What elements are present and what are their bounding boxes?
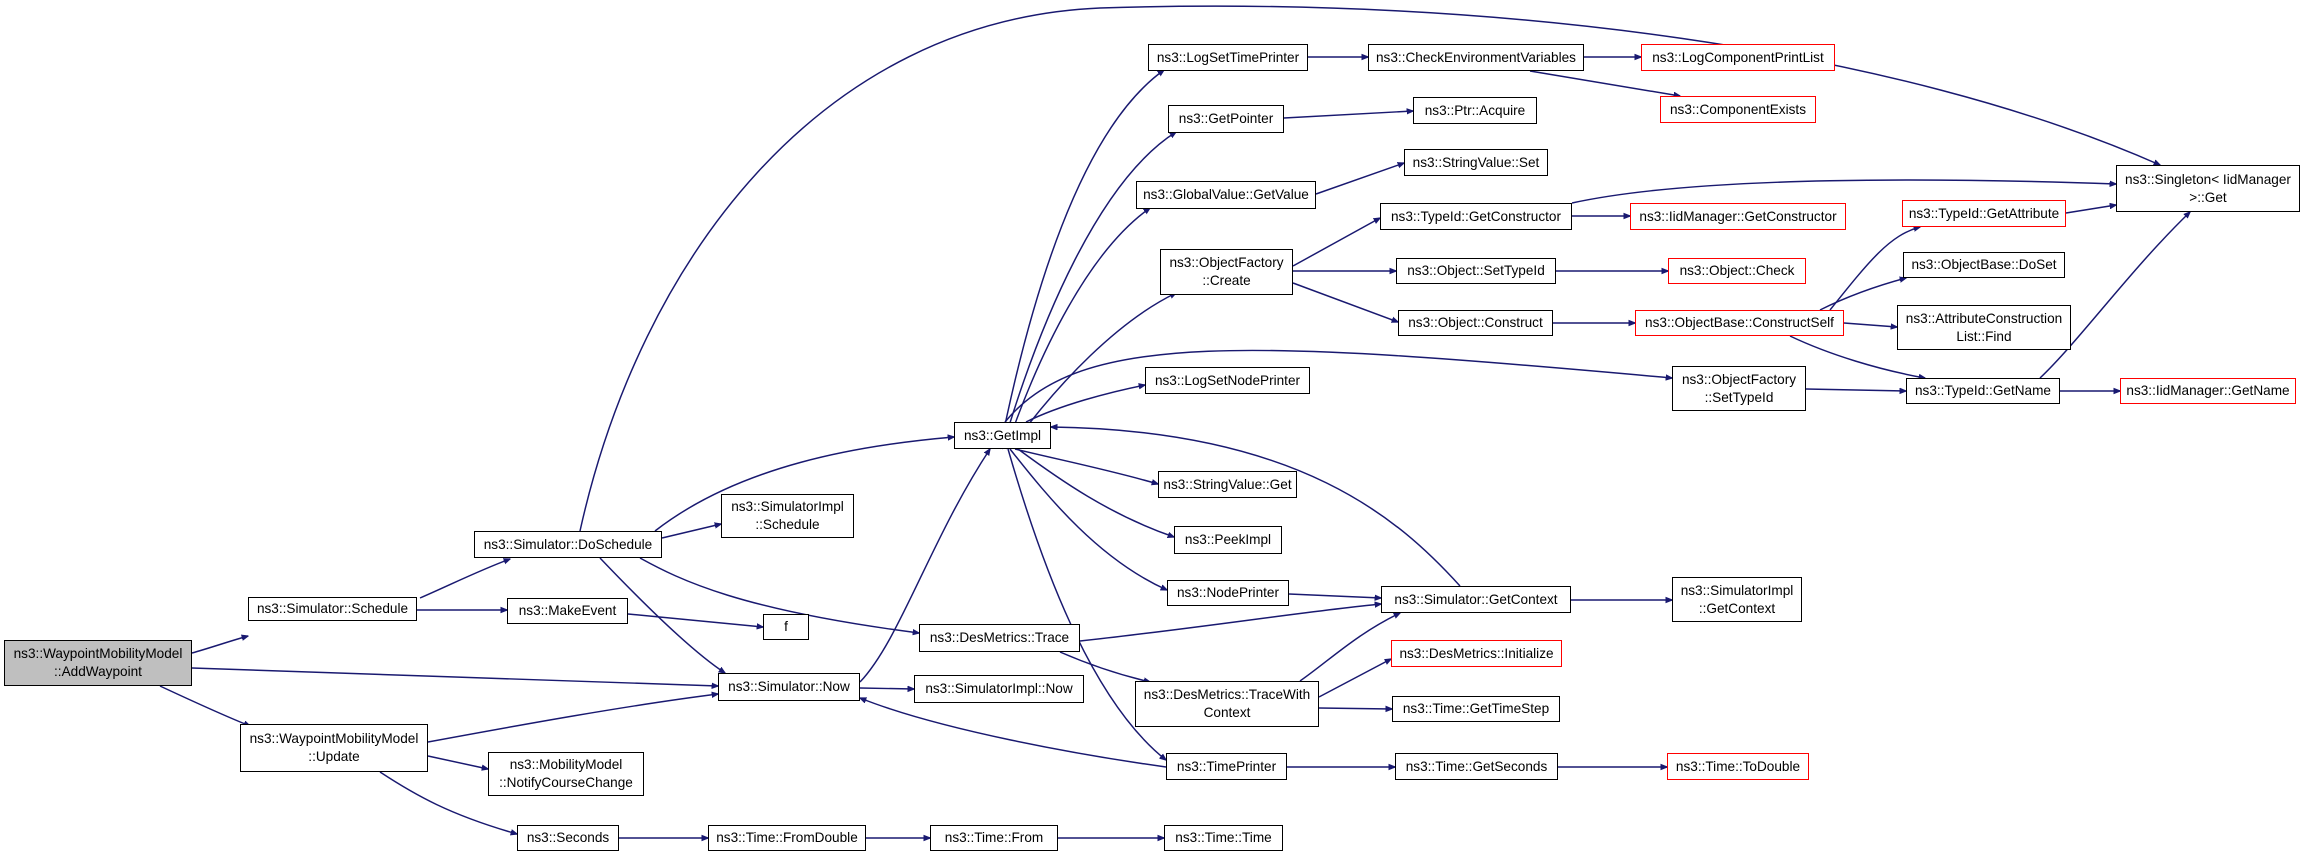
node-time-time[interactable]: ns3::Time::Time <box>1164 825 1283 851</box>
call-edge-1 <box>191 667 718 686</box>
node-object-check[interactable]: ns3::Object::Check <box>1668 258 1806 284</box>
call-edge-55 <box>1843 322 1897 327</box>
call-edge-17 <box>1059 651 1150 682</box>
call-edge-10 <box>639 557 919 633</box>
node-iidmanager-getname[interactable]: ns3::IidManager::GetName <box>2120 378 2296 404</box>
call-edge-15 <box>859 449 990 683</box>
call-edge-28 <box>1051 427 1461 587</box>
node-waypointmobilitymodel-update[interactable]: ns3::WaypointMobilityModel ::Update <box>240 724 428 772</box>
node-globalvalue-getvalue[interactable]: ns3::GlobalValue::GetValue <box>1136 181 1316 209</box>
node-stringvalue-set[interactable]: ns3::StringValue::Set <box>1404 149 1548 176</box>
node-object-construct[interactable]: ns3::Object::Construct <box>1398 310 1553 336</box>
call-edge-3 <box>419 559 510 599</box>
node-objectfactory-create[interactable]: ns3::ObjectFactory ::Create <box>1160 249 1293 295</box>
node-time-gettimestep[interactable]: ns3::Time::GetTimeStep <box>1392 696 1560 722</box>
call-edge-12 <box>579 5 2160 532</box>
call-edge-39 <box>1318 708 1392 709</box>
call-edge-58 <box>2039 212 2190 379</box>
node-attributeconstructionlist-find[interactable]: ns3::AttributeConstruction List::Find <box>1897 305 2071 350</box>
node-seconds[interactable]: ns3::Seconds <box>517 825 619 851</box>
node-simulatorimpl-schedule[interactable]: ns3::SimulatorImpl ::Schedule <box>721 494 854 538</box>
call-edge-13 <box>627 613 763 627</box>
node-simulator-schedule[interactable]: ns3::Simulator::Schedule <box>248 597 417 621</box>
node-timeprinter[interactable]: ns3::TimePrinter <box>1166 753 1287 780</box>
node-typeid-getname[interactable]: ns3::TypeId::GetName <box>1906 378 2060 404</box>
call-edge-33 <box>1292 218 1380 267</box>
node-checkenvironmentvariables[interactable]: ns3::CheckEnvironmentVariables <box>1368 44 1584 71</box>
node-desmetrics-trace[interactable]: ns3::DesMetrics::Trace <box>919 624 1080 652</box>
call-edge-29 <box>860 697 1167 768</box>
call-edge-36 <box>1288 593 1381 598</box>
call-edge-57 <box>2065 205 2116 214</box>
node-desmetrics-initialize[interactable]: ns3::DesMetrics::Initialize <box>1391 640 1562 667</box>
call-edge-6 <box>427 755 488 769</box>
call-edge-9 <box>661 524 721 539</box>
node-iidmanager-getconstructor[interactable]: ns3::IidManager::GetConstructor <box>1630 203 1846 230</box>
call-edge-23 <box>1014 448 1158 484</box>
node-waypointmobilitymodel-addwaypoint: ns3::WaypointMobilityModel ::AddWaypoint <box>4 640 192 686</box>
node-typeid-getattribute[interactable]: ns3::TypeId::GetAttribute <box>1902 200 2066 227</box>
node-simulator-doschedule[interactable]: ns3::Simulator::DoSchedule <box>474 531 662 558</box>
call-edge-8 <box>654 437 954 532</box>
node-time-fromdouble[interactable]: ns3::Time::FromDouble <box>708 825 866 851</box>
node-makeevent[interactable]: ns3::MakeEvent <box>507 598 628 624</box>
call-edge-37 <box>1299 613 1400 682</box>
node-componentexists[interactable]: ns3::ComponentExists <box>1660 96 1816 123</box>
node-object-settypeid[interactable]: ns3::Object::SetTypeId <box>1396 258 1556 284</box>
node-objectfactory-settypeid[interactable]: ns3::ObjectFactory ::SetTypeId <box>1672 366 1806 411</box>
call-edge-45 <box>1529 70 1680 96</box>
node-ptr-acquire[interactable]: ns3::Ptr::Acquire <box>1413 97 1537 124</box>
node-mobilitymodel-notifycoursechange[interactable]: ns3::MobilityModel ::NotifyCourseChange <box>488 752 644 796</box>
node-f[interactable]: f <box>763 614 809 640</box>
node-simulator-getcontext[interactable]: ns3::Simulator::GetContext <box>1381 586 1571 613</box>
node-simulator-now[interactable]: ns3::Simulator::Now <box>718 673 860 701</box>
call-edge-53 <box>1829 227 1920 311</box>
node-peekimpl[interactable]: ns3::PeekImpl <box>1174 526 1282 554</box>
node-logsettimeprinter[interactable]: ns3::LogSetTimePrinter <box>1148 44 1308 71</box>
node-logsetnodeprinter[interactable]: ns3::LogSetNodePrinter <box>1145 367 1310 394</box>
call-edge-49 <box>1571 179 2116 204</box>
node-getpointer[interactable]: ns3::GetPointer <box>1168 105 1284 133</box>
node-objectbase-constructself[interactable]: ns3::ObjectBase::ConstructSelf <box>1635 310 1844 336</box>
call-edge-11 <box>599 557 725 673</box>
call-edge-25 <box>1009 448 1167 590</box>
call-edge-26 <box>1004 349 1672 423</box>
node-typeid-getconstructor[interactable]: ns3::TypeId::GetConstructor <box>1380 203 1572 230</box>
node-simulatorimpl-getcontext[interactable]: ns3::SimulatorImpl ::GetContext <box>1672 577 1802 622</box>
call-edge-27 <box>1007 448 1166 760</box>
call-edge-7 <box>379 771 517 834</box>
node-simulatorimpl-now[interactable]: ns3::SimulatorImpl::Now <box>914 675 1084 703</box>
node-time-getseconds[interactable]: ns3::Time::GetSeconds <box>1395 753 1558 780</box>
node-singleton-iidmanager-get[interactable]: ns3::Singleton< IidManager >::Get <box>2116 165 2300 212</box>
call-edge-50 <box>1805 389 1906 391</box>
node-time-from[interactable]: ns3::Time::From <box>930 825 1058 851</box>
call-edge-38 <box>1318 659 1391 698</box>
call-edge-54 <box>1819 278 1906 311</box>
node-getimpl[interactable]: ns3::GetImpl <box>954 422 1051 449</box>
call-edge-32 <box>1315 163 1404 195</box>
call-edge-0 <box>191 636 248 654</box>
call-edge-20 <box>1005 208 1150 450</box>
node-stringvalue-get[interactable]: ns3::StringValue::Get <box>1158 471 1297 498</box>
node-time-todouble[interactable]: ns3::Time::ToDouble <box>1667 753 1809 780</box>
node-objectbase-doset[interactable]: ns3::ObjectBase::DoSet <box>1903 252 2065 278</box>
call-edge-22 <box>1025 385 1145 423</box>
call-edge-16 <box>1079 604 1381 642</box>
call-edge-31 <box>1283 111 1413 119</box>
call-edges <box>159 5 2190 838</box>
call-edge-56 <box>1789 335 1925 378</box>
call-edge-35 <box>1292 282 1398 322</box>
call-edge-24 <box>1017 448 1174 537</box>
call-edge-18 <box>999 70 1164 450</box>
call-edge-2 <box>159 685 250 727</box>
node-nodeprinter[interactable]: ns3::NodePrinter <box>1167 580 1289 606</box>
node-desmetrics-tracewithcontext[interactable]: ns3::DesMetrics::TraceWith Context <box>1135 681 1319 727</box>
call-edge-14 <box>859 688 914 689</box>
call-edge-19 <box>1001 132 1176 450</box>
node-logcomponentprintlist[interactable]: ns3::LogComponentPrintList <box>1641 44 1835 71</box>
call-edge-5 <box>427 694 718 743</box>
